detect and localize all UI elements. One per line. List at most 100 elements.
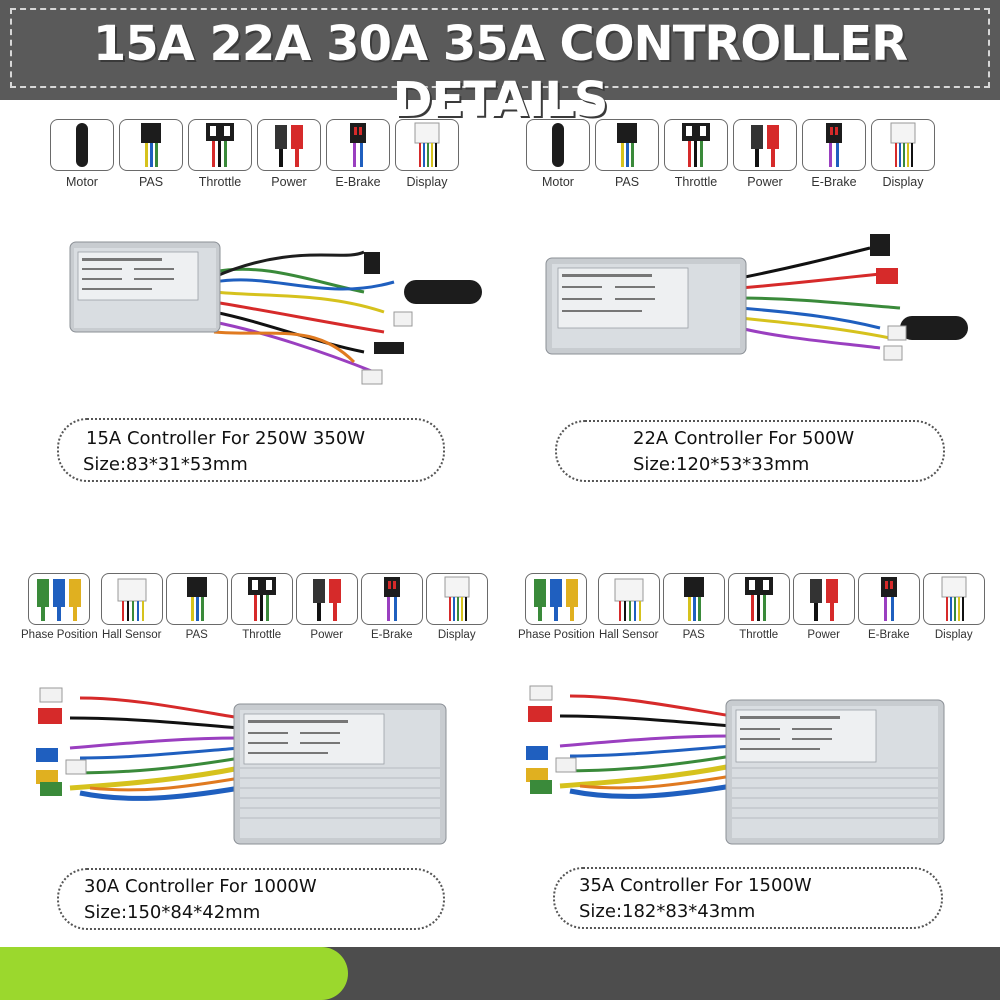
connector-motor: Motor bbox=[50, 119, 114, 189]
throttle-plug-icon bbox=[664, 119, 728, 171]
connector-label: PAS bbox=[614, 175, 640, 189]
connector-pas: PAS bbox=[165, 573, 228, 641]
connector-e-brake: E-Brake bbox=[857, 573, 920, 641]
phase-plug-icon bbox=[28, 573, 91, 625]
controller-15a-image bbox=[64, 222, 484, 396]
throttle-plug-icon bbox=[188, 119, 252, 171]
connector-label: Display bbox=[934, 629, 973, 641]
pas-plug-icon bbox=[595, 119, 659, 171]
header-dashed-frame bbox=[10, 8, 990, 88]
footer-green-accent bbox=[0, 947, 348, 1000]
controller-15a-title: 15A Controller For 250W 350W bbox=[86, 428, 366, 449]
connector-power: Power bbox=[295, 573, 358, 641]
connector-hall-sensor: Hall Sensor bbox=[597, 573, 660, 641]
connector-e-brake: E-Brake bbox=[802, 119, 866, 189]
connector-display: Display bbox=[922, 573, 985, 641]
connector-display: Display bbox=[395, 119, 459, 189]
connector-label: Power bbox=[271, 175, 307, 189]
connector-display: Display bbox=[871, 119, 935, 189]
connector-label: PAS bbox=[682, 629, 705, 641]
caption-22a: 22A Controller For 500W Size:120*53*33mm bbox=[555, 420, 945, 482]
connector-label: E-Brake bbox=[867, 629, 910, 641]
connector-pas: PAS bbox=[595, 119, 659, 189]
controller-35a-size: Size:182*83*43mm bbox=[579, 901, 756, 922]
connector-phase-position: Phase Position bbox=[518, 573, 595, 641]
connector-label: Throttle bbox=[198, 175, 242, 189]
connector-label: Throttle bbox=[242, 629, 282, 641]
ebrake-plug-icon bbox=[360, 573, 423, 625]
connector-row-15a: Motor PAS Throttle Power E-Brake Display bbox=[50, 119, 459, 189]
caption-35a: 35A Controller For 1500W Size:182*83*43m… bbox=[553, 867, 943, 929]
connector-label: Phase Position bbox=[518, 629, 595, 641]
power-plug-icon bbox=[733, 119, 797, 171]
connector-e-brake: E-Brake bbox=[326, 119, 390, 189]
connector-label: Power bbox=[807, 629, 841, 641]
ebrake-plug-icon bbox=[802, 119, 866, 171]
connector-power: Power bbox=[257, 119, 321, 189]
controller-30a-title: 30A Controller For 1000W bbox=[84, 876, 317, 897]
connector-label: Throttle bbox=[674, 175, 718, 189]
connector-throttle: Throttle bbox=[664, 119, 728, 189]
connector-row-22a: Motor PAS Throttle Power E-Brake Display bbox=[526, 119, 935, 189]
page-title: 15A 22A 30A 35A CONTROLLER DETAILS bbox=[92, 16, 908, 128]
controller-22a-image bbox=[540, 228, 970, 372]
controller-35a-title: 35A Controller For 1500W bbox=[579, 875, 812, 896]
power-plug-icon bbox=[257, 119, 321, 171]
display-plug-icon bbox=[425, 573, 488, 625]
connector-e-brake: E-Brake bbox=[360, 573, 423, 641]
hall-plug-icon bbox=[100, 573, 163, 625]
display-plug-icon bbox=[922, 573, 985, 625]
power-plug-icon bbox=[792, 573, 855, 625]
connector-label: E-Brake bbox=[335, 175, 381, 189]
connector-label: E-Brake bbox=[811, 175, 857, 189]
header-banner: 15A 22A 30A 35A CONTROLLER DETAILS bbox=[0, 0, 1000, 128]
connector-label: Power bbox=[310, 629, 344, 641]
connector-label: Hall Sensor bbox=[101, 629, 162, 641]
controller-22a-title: 22A Controller For 500W bbox=[633, 428, 855, 449]
connector-label: Display bbox=[437, 629, 476, 641]
connector-pas: PAS bbox=[119, 119, 183, 189]
connector-pas: PAS bbox=[662, 573, 725, 641]
connector-label: PAS bbox=[185, 629, 208, 641]
controller-15a-size: Size:83*31*53mm bbox=[83, 454, 248, 475]
controller-22a-size: Size:120*53*33mm bbox=[633, 454, 810, 475]
phase-plug-icon bbox=[525, 573, 588, 625]
connector-label: PAS bbox=[138, 175, 164, 189]
ebrake-plug-icon bbox=[857, 573, 920, 625]
throttle-plug-icon bbox=[727, 573, 790, 625]
connector-throttle: Throttle bbox=[230, 573, 293, 641]
connector-label: Motor bbox=[66, 175, 98, 189]
display-plug-icon bbox=[871, 119, 935, 171]
display-plug-icon bbox=[395, 119, 459, 171]
connector-label: E-Brake bbox=[370, 629, 413, 641]
controller-35a-image bbox=[520, 676, 950, 850]
connector-hall-sensor: Hall Sensor bbox=[100, 573, 163, 641]
controller-30a-size: Size:150*84*42mm bbox=[84, 902, 261, 923]
controller-30a-image bbox=[30, 678, 450, 852]
connector-phase-position: Phase Position bbox=[21, 573, 98, 641]
power-plug-icon bbox=[295, 573, 358, 625]
ebrake-plug-icon bbox=[326, 119, 390, 171]
connector-power: Power bbox=[792, 573, 855, 641]
caption-30a: 30A Controller For 1000W Size:150*84*42m… bbox=[57, 868, 445, 930]
throttle-plug-icon bbox=[230, 573, 293, 625]
pas-plug-icon bbox=[119, 119, 183, 171]
pas-plug-icon bbox=[662, 573, 725, 625]
caption-15a: 15A Controller For 250W 350W Size:83*31*… bbox=[57, 418, 445, 482]
connector-label: Phase Position bbox=[21, 629, 98, 641]
connector-label: Throttle bbox=[739, 629, 779, 641]
connector-label: Display bbox=[406, 175, 448, 189]
connector-motor: Motor bbox=[526, 119, 590, 189]
connector-label: Power bbox=[747, 175, 783, 189]
connector-power: Power bbox=[733, 119, 797, 189]
motor-plug-icon bbox=[526, 119, 590, 171]
hall-plug-icon bbox=[597, 573, 660, 625]
connector-throttle: Throttle bbox=[188, 119, 252, 189]
connector-label: Hall Sensor bbox=[598, 629, 659, 641]
connector-display: Display bbox=[425, 573, 488, 641]
connector-throttle: Throttle bbox=[727, 573, 790, 641]
pas-plug-icon bbox=[165, 573, 228, 625]
connector-label: Motor bbox=[542, 175, 574, 189]
